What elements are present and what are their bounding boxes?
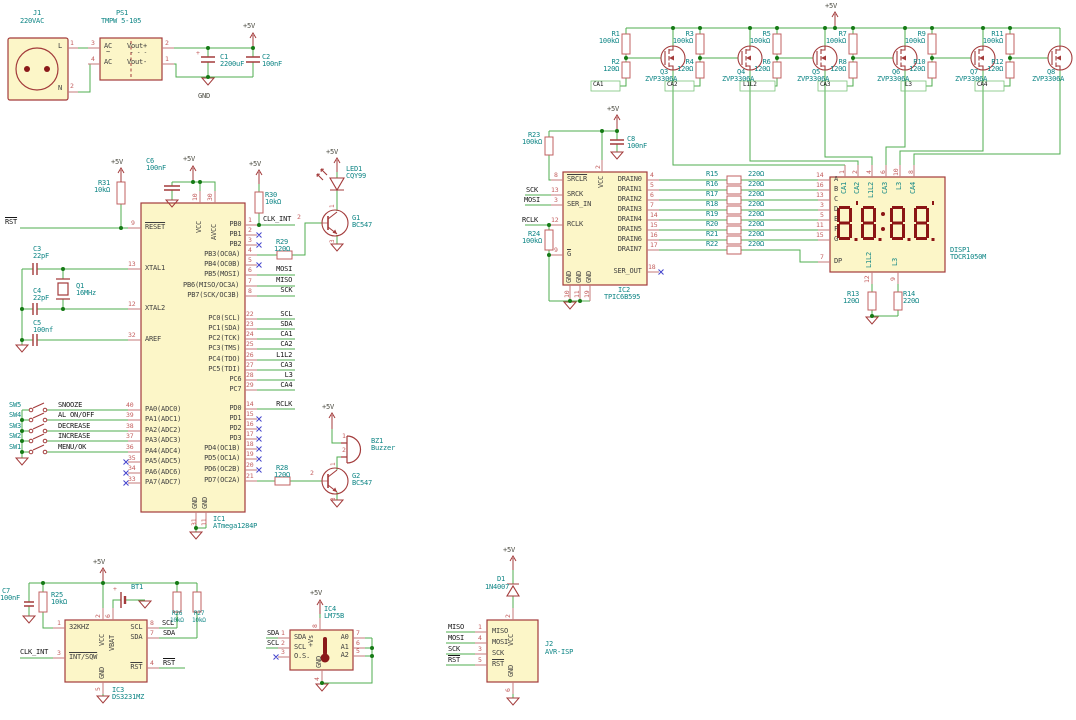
j2-avr-isp[interactable]	[486, 619, 539, 683]
no-connect-marks	[123, 232, 664, 660]
d1-diode[interactable]	[506, 583, 520, 597]
ic4-lm75b[interactable]	[289, 629, 354, 671]
bz1-buzzer[interactable]	[341, 435, 362, 464]
switches[interactable]	[28, 402, 48, 455]
junction-dots	[20, 26, 1012, 685]
q1-crystal[interactable]	[56, 278, 70, 300]
mosfets-q3-q8[interactable]	[660, 45, 1073, 71]
ic2-tpic6b595[interactable]	[562, 171, 648, 286]
capacitors[interactable]	[24, 56, 624, 607]
led1[interactable]	[316, 168, 345, 192]
g1-transistor[interactable]	[321, 209, 349, 237]
j1-socket-face	[15, 47, 59, 91]
pin-stubs	[53, 47, 915, 694]
seven-segment-digits	[837, 201, 935, 241]
ic3-ds3231mz[interactable]	[64, 619, 148, 683]
supply-arrows	[99, 11, 839, 614]
j1-socket[interactable]	[7, 37, 69, 101]
net-label-boxes	[590, 80, 1005, 92]
resistors[interactable]	[38, 33, 1015, 613]
g2-transistor[interactable]	[321, 467, 349, 495]
gnd-symbols	[14, 77, 880, 706]
bt1-battery[interactable]	[120, 592, 127, 608]
thermometer-icon	[320, 637, 330, 663]
ic1-atmega1284p[interactable]	[140, 202, 246, 513]
